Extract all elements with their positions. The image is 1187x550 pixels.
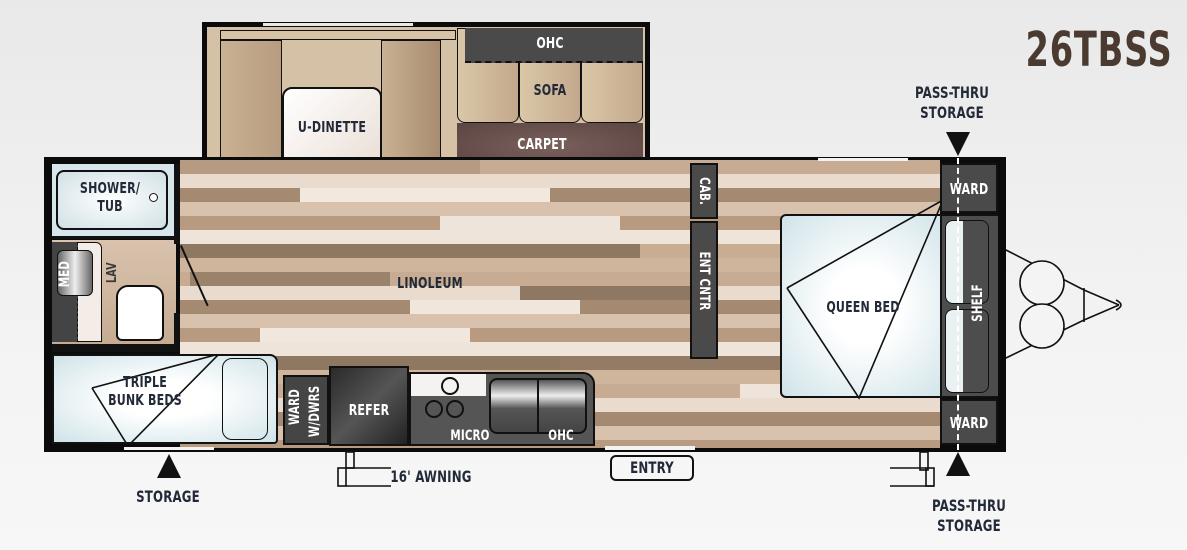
pass-thru-bottom-label-line2: STORAGE: [937, 516, 1001, 535]
dinette-right-bench: [381, 40, 441, 168]
pass-thru-dashed-line: [957, 158, 959, 450]
ohc-top-cabinet: [465, 28, 643, 63]
pass-thru-top-label-line1: PASS-THRU: [914, 83, 990, 102]
ward-dwrs-label-line1: WARD: [287, 388, 303, 426]
entry-button[interactable]: [610, 455, 694, 481]
awning-icon: [337, 451, 391, 487]
pass-thru-bottom-label-line1: PASS-THRU: [931, 496, 1007, 515]
shelf-label: SHELF: [970, 284, 986, 322]
toilet-icon: [116, 285, 164, 341]
med-label: MED: [57, 260, 73, 288]
bunk-bed-fold-icon: [91, 354, 221, 444]
micro-label: MICRO: [450, 428, 490, 444]
top-window-right: [818, 158, 908, 161]
wardrobe-top: [940, 163, 998, 213]
pass-thru-bottom-arrow-icon: [946, 452, 970, 476]
bunk-window: [124, 447, 214, 450]
cab-label: CAB.: [696, 177, 712, 206]
shelf-nightstand-top: [945, 220, 989, 304]
sink-divider: [537, 378, 539, 434]
pass-thru-top-label-line2: STORAGE: [920, 103, 984, 122]
ohc-bottom-label: OHC: [548, 428, 574, 444]
dinette-back-bench: [220, 30, 456, 40]
model-title: 26TBSS: [1025, 22, 1173, 78]
entry-label: ENTRY: [630, 458, 674, 477]
carpet-label: CARPET: [517, 135, 567, 153]
bath-divider-wall: [52, 236, 176, 239]
bath-wall-right-top: [174, 164, 180, 244]
storage-arrow-icon: [157, 454, 181, 478]
pass-thru-top-arrow-icon: [946, 132, 970, 156]
linoleum-label: LINOLEUM: [397, 274, 463, 292]
entry-door-threshold: [605, 446, 695, 450]
drain-icon: [149, 193, 158, 202]
refrigerator: [329, 366, 409, 446]
bunk-label-line2: BUNK BEDS: [108, 391, 182, 409]
sink-icon: [57, 250, 93, 296]
sofa-label: SOFA: [533, 81, 567, 99]
cabinet: [690, 163, 718, 219]
slide-out-window: [263, 23, 413, 26]
shower-label-line2: TUB: [97, 197, 123, 215]
stove-burners-icon: [425, 377, 464, 418]
ward-top-label: WARD: [949, 180, 989, 198]
bath-wall-right-bottom: [174, 313, 180, 345]
stabilizer-jack-icon: [890, 451, 935, 487]
queen-bed-label: QUEEN BED: [826, 298, 900, 316]
entertainment-center: [690, 221, 718, 359]
cooktop-light: [411, 374, 486, 396]
ward-w-dwrs: [283, 375, 329, 445]
shower-tub: [56, 170, 168, 230]
dinette-label: U-DINETTE: [297, 118, 367, 136]
awning-label: 16' AWNING: [390, 467, 472, 486]
lav-label: LAV: [105, 262, 120, 284]
queen-bed-fold-icon: [786, 200, 944, 400]
wardrobe-bottom: [940, 399, 998, 445]
trailer-hitch-icon: [1005, 249, 1122, 359]
ent-cntr-label: ENT CNTR: [696, 251, 712, 311]
refer-label: REFER: [348, 401, 390, 419]
dinette-left-bench: [220, 40, 282, 168]
bunk-pillow: [222, 358, 268, 440]
ward-dwrs-label-line2: W/DWRS: [307, 385, 323, 438]
ohc-top-label: OHC: [536, 34, 564, 52]
bunk-label-line1: TRIPLE: [123, 373, 167, 391]
storage-label: STORAGE: [136, 487, 200, 506]
shower-label-line1: SHOWER/: [79, 179, 141, 197]
bath-bottom-wall: [52, 344, 180, 352]
ward-bottom-label: WARD: [949, 414, 989, 432]
shelf-nightstand-bottom: [945, 309, 989, 393]
